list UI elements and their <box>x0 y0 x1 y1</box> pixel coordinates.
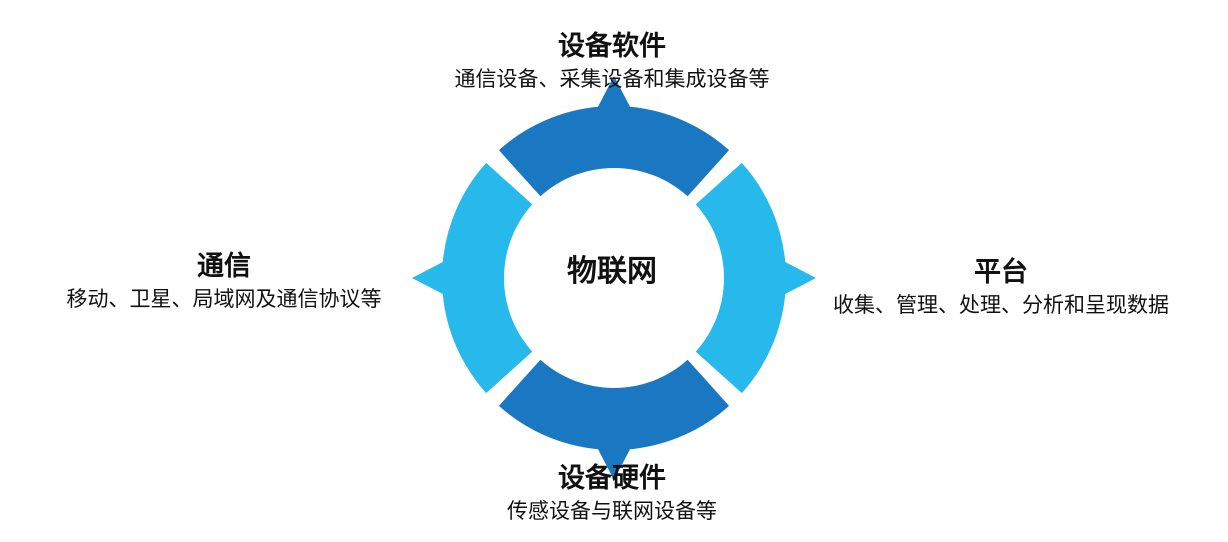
ring-segment-bottom <box>498 359 730 480</box>
segment-title-left: 通信 <box>197 251 251 282</box>
segment-desc-right: 收集、管理、处理、分析和呈现数据 <box>833 293 1169 317</box>
ring-segment-left <box>412 162 533 394</box>
segment-desc-bottom: 传感设备与联网设备等 <box>507 499 717 523</box>
segment-desc-top: 通信设备、采集设备和集成设备等 <box>454 67 770 91</box>
segment-label-right: 平台 收集、管理、处理、分析和呈现数据 <box>774 256 1228 320</box>
segment-desc-left: 移动、卫星、局域网及通信协议等 <box>66 287 382 311</box>
ring-segment-right <box>695 162 816 394</box>
segment-label-top: 设备软件 通信设备、采集设备和集成设备等 <box>364 30 860 94</box>
segment-label-left: 通信 移动、卫星、局域网及通信协议等 <box>0 250 448 314</box>
segment-title-bottom: 设备硬件 <box>558 463 666 494</box>
segment-title-top: 设备软件 <box>558 31 666 62</box>
segment-label-bottom: 设备硬件 传感设备与联网设备等 <box>364 462 860 526</box>
ring-segment-top <box>498 76 730 197</box>
segment-title-right: 平台 <box>974 257 1028 288</box>
center-label: 物联网 <box>567 254 657 289</box>
